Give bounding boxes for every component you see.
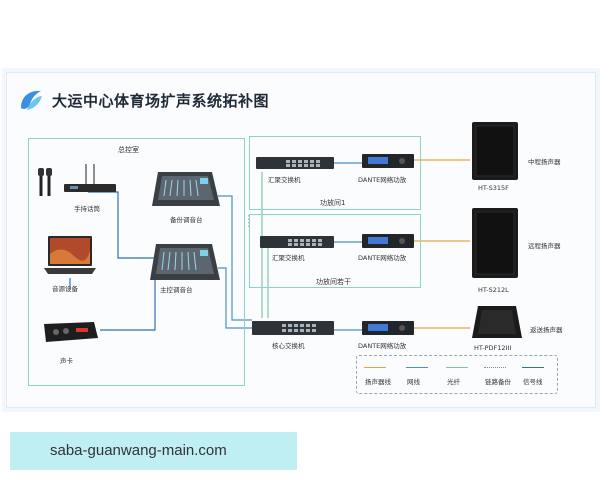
diagram-title: 大运中心体育场扩声系统拓补图: [52, 92, 270, 110]
control-room-box: [28, 138, 245, 386]
signal-line-soundcard: [100, 272, 156, 331]
net-line-main-console: [218, 267, 252, 329]
legend-label: 信号线: [523, 378, 543, 386]
net-line-backup-console: [218, 195, 252, 321]
amp-room-1-label: 功放间1: [320, 199, 346, 207]
dante-amp-3-label: DANTE网络功放: [358, 342, 407, 350]
control-room-label: 总控室: [118, 146, 139, 154]
legend-label: 网线: [407, 378, 420, 386]
aggregation-switch-2-label: 汇聚交换机: [272, 254, 305, 262]
speaker-long-range-icon: [472, 208, 518, 278]
website-url[interactable]: saba-guanwang-main.com: [50, 442, 227, 459]
legend-label: 链路备份: [485, 378, 511, 386]
dante-amp-2-icon: [362, 234, 414, 248]
backup-console-icon: [152, 172, 220, 206]
amp-room-n-label: 功放间若干: [316, 278, 351, 286]
website-banner: saba-guanwang-main.com: [10, 432, 297, 470]
source-label: 音源设备: [52, 285, 78, 293]
main-console-icon: [150, 244, 220, 280]
amp-room-n-box: [249, 214, 421, 288]
speaker-mid-range-icon: [472, 122, 518, 180]
legend-swatch: [446, 367, 468, 368]
aggregation-switch-1-icon: [256, 157, 334, 169]
speaker-1-role: 中程扬声器: [528, 158, 561, 166]
wireless-mic-icon: [64, 164, 116, 192]
speaker-3-model: HT-PDF12III: [474, 344, 512, 352]
dante-amp-2-label: DANTE网络功放: [358, 254, 407, 262]
speaker-3-role: 返送扬声器: [530, 326, 563, 334]
backup-console-label: 备份调音台: [170, 216, 203, 224]
legend-box: [356, 355, 558, 394]
legend-swatch: [484, 367, 506, 368]
speaker-2-role: 远程扬声器: [528, 242, 561, 250]
legend-swatch: [522, 367, 544, 368]
brand-logo-icon: [21, 90, 42, 110]
dante-amp-1-icon: [362, 154, 414, 168]
legend-label: 扬声器线: [365, 378, 391, 386]
core-switch-icon: [252, 321, 334, 335]
aggregation-switch-2-icon: [260, 236, 334, 248]
dante-amp-3-icon: [362, 321, 414, 335]
core-switch-label: 核心交换机: [272, 342, 305, 350]
aggregation-switch-1-label: 汇聚交换机: [268, 176, 301, 184]
legend-swatch: [364, 367, 386, 368]
speaker-2-model: HT-S212L: [478, 286, 509, 294]
laptop-icon: [44, 236, 96, 274]
amp-room-1-box: [249, 136, 421, 210]
mic-label: 手持话筒: [74, 205, 100, 213]
sound-card-label: 声卡: [60, 357, 73, 365]
dante-amp-1-label: DANTE网络功放: [358, 176, 407, 184]
legend-label: 光纤: [447, 378, 460, 386]
speaker-monitor-icon: [472, 306, 522, 338]
legend-swatch: [406, 367, 428, 368]
main-console-label: 主控调音台: [160, 286, 193, 294]
handheld-mic-icon: [38, 168, 52, 196]
speaker-1-model: HT-S315F: [478, 184, 509, 192]
sound-card-icon: [44, 322, 98, 342]
